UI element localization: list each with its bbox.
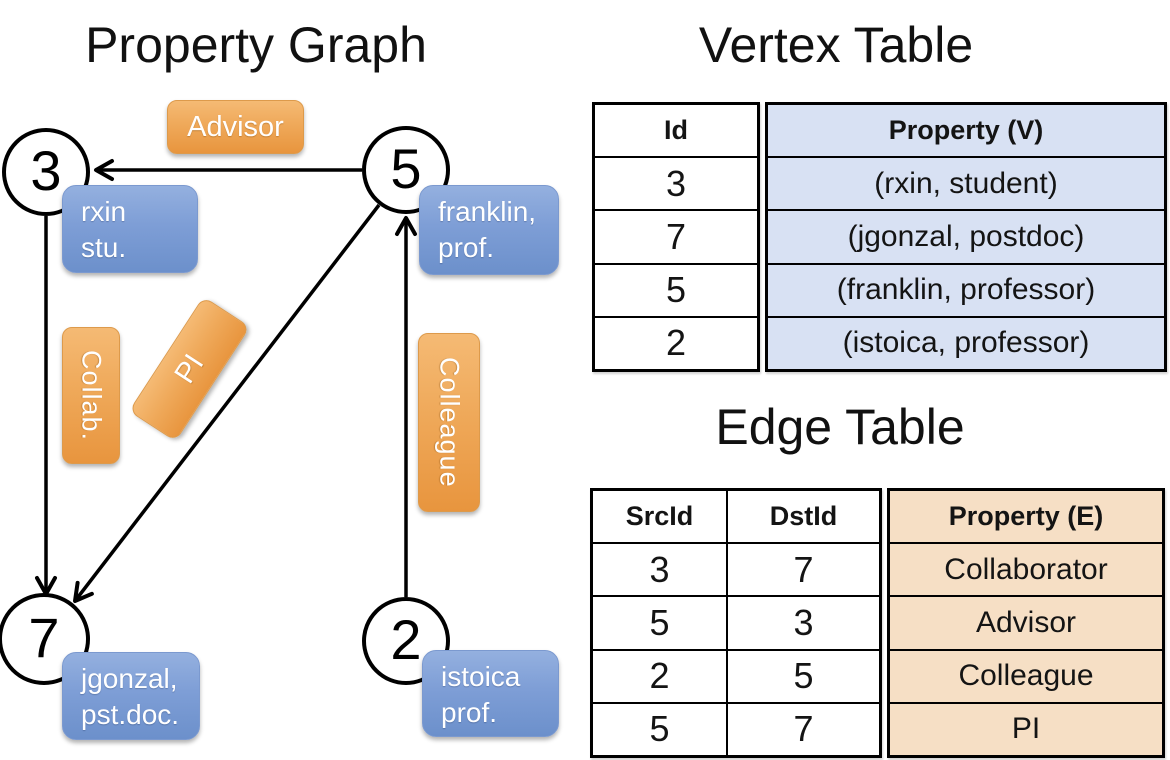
table-row: 5 3: [593, 595, 879, 649]
edge-label-advisor: Advisor: [167, 100, 304, 154]
table-row: (istoica, professor): [768, 315, 1164, 370]
table-row: PI: [890, 701, 1162, 756]
vertex-id-cell: 5: [665, 269, 687, 311]
edge-property-cell: Advisor: [890, 597, 1162, 649]
edge-dst-cell: 3: [726, 597, 879, 649]
table-row: 3: [595, 156, 757, 209]
edge-src-cell: 5: [649, 602, 670, 643]
node-label-5: 5: [390, 137, 422, 201]
node-label-7: 7: [28, 606, 60, 670]
node-label-2: 2: [390, 608, 422, 672]
vertex-id-cell: 7: [665, 216, 687, 257]
edge-src-cell: 2: [649, 655, 670, 697]
vertex-table-property-column: Property (V) (rxin, student) (jgonzal, p…: [765, 102, 1167, 372]
table-row: (franklin, professor): [768, 262, 1164, 316]
edge-label-advisor-text: Advisor: [187, 110, 284, 143]
vertex-box-jgonzal: jgonzal, pst.doc.: [62, 652, 200, 740]
node-label-3: 3: [30, 139, 62, 203]
vertex-box-franklin-line2: prof.: [438, 232, 495, 263]
table-row: SrcId DstId: [593, 491, 879, 543]
table-row: Advisor: [890, 595, 1162, 649]
edge-table-header-dstid: DstId: [726, 491, 879, 543]
edge-dst-cell: 5: [726, 650, 879, 702]
vertex-property-cell: (rxin, student): [768, 158, 1164, 210]
property-graph-title: Property Graph: [85, 17, 427, 73]
vertex-box-istoica: istoica prof.: [422, 650, 559, 737]
edge-table-header-property: Property (E): [890, 491, 1162, 543]
edge-dst-cell: 7: [726, 544, 879, 596]
table-row: Colleague: [890, 648, 1162, 702]
table-row: 3 7: [593, 542, 879, 596]
edge-table-title: Edge Table: [715, 399, 965, 455]
table-row: (rxin, student): [768, 156, 1164, 210]
table-row: Property (E): [890, 491, 1162, 543]
edge-property-cell: Colleague: [890, 650, 1162, 702]
table-row: Id: [595, 105, 757, 156]
vertex-box-istoica-line1: istoica: [441, 661, 521, 692]
table-row: Property (V): [768, 105, 1164, 157]
vertex-id-cell: 2: [665, 322, 687, 364]
vertex-property-cell: (istoica, professor): [768, 317, 1164, 370]
vertex-box-jgonzal-line2: pst.doc.: [81, 699, 180, 730]
vertex-property-cell: (jgonzal, postdoc): [768, 211, 1164, 263]
vertex-box-rxin-line2: stu.: [81, 232, 127, 263]
vertex-box-istoica-line2: prof.: [441, 697, 498, 728]
edge-table-header-srcid: SrcId: [625, 501, 694, 532]
table-row: 5 7: [593, 701, 879, 756]
edge-property-cell: Collaborator: [890, 544, 1162, 596]
edge-property-cell: PI: [890, 703, 1162, 756]
vertex-box-rxin: rxin stu.: [62, 185, 198, 273]
table-row: 2 5: [593, 648, 879, 702]
edge-label-collab: Collab.: [62, 327, 120, 464]
edge-label-collab-text: Collab.: [76, 349, 107, 442]
table-row: 2: [595, 315, 757, 369]
table-row: Collaborator: [890, 542, 1162, 596]
edge-arrow-5-7-pi: [73, 203, 381, 603]
vertex-box-jgonzal-line1: jgonzal,: [81, 663, 178, 694]
edge-dst-cell: 7: [726, 703, 879, 756]
edge-table-id-columns: SrcId DstId 3 7 5 3 2 5 5 7: [590, 488, 882, 758]
vertex-box-franklin: franklin, prof.: [419, 185, 559, 275]
edge-label-colleague: Colleague: [418, 333, 480, 512]
vertex-box-franklin-line1: franklin,: [438, 196, 537, 227]
edge-src-cell: 3: [649, 548, 670, 590]
vertex-box-rxin-line1: rxin: [81, 196, 127, 227]
vertex-table-title: Vertex Table: [698, 17, 974, 73]
vertex-id-cell: 3: [665, 162, 687, 204]
edge-table-property-column: Property (E) Collaborator Advisor Collea…: [887, 488, 1165, 758]
edge-src-cell: 5: [649, 708, 670, 750]
graph-canvas: [0, 126, 450, 685]
table-row: 5: [595, 262, 757, 316]
table-row: 7: [595, 209, 757, 262]
edge-label-colleague-text: Colleague: [434, 357, 465, 488]
vertex-property-cell: (franklin, professor): [768, 264, 1164, 316]
vertex-table-header-id: Id: [664, 115, 688, 146]
edge-label-pi-text: PI: [168, 348, 210, 389]
table-row: (jgonzal, postdoc): [768, 209, 1164, 263]
vertex-table-header-property: Property (V): [768, 105, 1164, 157]
vertex-table-id-column: Id 3 7 5 2: [592, 102, 760, 372]
